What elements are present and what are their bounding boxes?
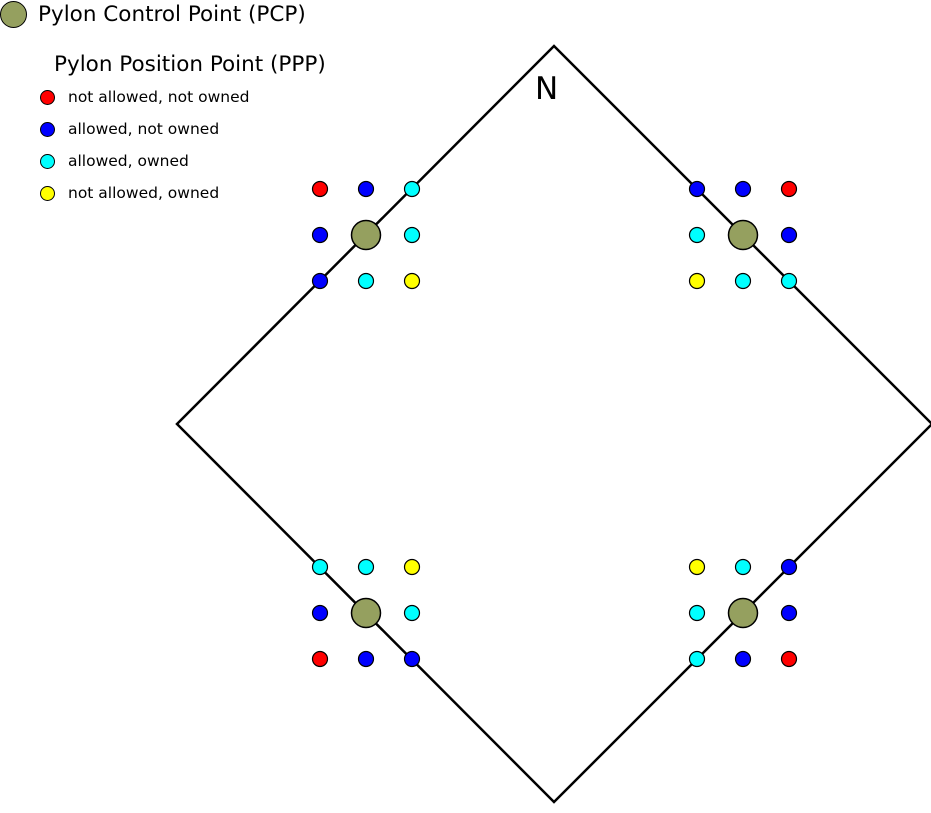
pcp-legend-label: Pylon Control Point (PCP) xyxy=(38,2,306,27)
ppp-southeast-r0c1-cyan xyxy=(734,558,752,576)
ppp-northwest-r0c1-blue xyxy=(357,180,375,198)
ppp-southeast-r1c2-blue xyxy=(780,604,798,622)
pcp-legend-row: Pylon Control Point (PCP) xyxy=(0,1,306,28)
legend-item-cyan: allowed, owned xyxy=(40,145,249,177)
ppp-southwest-r2c2-blue xyxy=(403,650,421,668)
ppp-northeast-r0c2-red xyxy=(780,180,798,198)
course-diamond-outline xyxy=(175,44,931,804)
ppp-southwest-r0c1-cyan xyxy=(357,558,375,576)
ppp-southeast-r2c1-blue xyxy=(734,650,752,668)
ppp-southwest-r0c0-cyan xyxy=(311,558,329,576)
ppp-northwest-r1c0-blue xyxy=(311,226,329,244)
ppp-northeast-r1c0-cyan xyxy=(688,226,706,244)
ppp-southeast-r0c2-blue xyxy=(780,558,798,576)
ppp-northwest-r1c2-cyan xyxy=(403,226,421,244)
pcp-southwest xyxy=(350,597,382,629)
pcp-southeast xyxy=(727,597,759,629)
pcp-circle-icon xyxy=(0,1,27,28)
ppp-legend-items: not allowed, not owned allowed, not owned… xyxy=(40,81,249,209)
ppp-northwest-r2c2-yellow xyxy=(403,272,421,290)
ppp-northwest-r0c2-cyan xyxy=(403,180,421,198)
ppp-northwest-r2c1-cyan xyxy=(357,272,375,290)
ppp-southeast-r2c0-cyan xyxy=(688,650,706,668)
legend-item-label: not allowed, owned xyxy=(68,184,220,202)
ppp-southwest-r1c0-blue xyxy=(311,604,329,622)
ppp-northeast-r2c2-cyan xyxy=(780,272,798,290)
pylon-cluster-southeast xyxy=(688,558,798,668)
ppp-southeast-r0c0-yellow xyxy=(688,558,706,576)
ppp-southeast-r1c0-cyan xyxy=(688,604,706,622)
pylon-cluster-northeast xyxy=(688,180,798,290)
ppp-southwest-r1c2-cyan xyxy=(403,604,421,622)
ppp-legend-title: Pylon Position Point (PPP) xyxy=(54,52,326,77)
ppp-southwest-r0c2-yellow xyxy=(403,558,421,576)
ppp-southwest-r2c0-red xyxy=(311,650,329,668)
legend-item-label: allowed, owned xyxy=(68,152,189,170)
legend-item-label: allowed, not owned xyxy=(68,120,220,138)
legend-item-yellow: not allowed, owned xyxy=(40,177,249,209)
legend-item-label: not allowed, not owned xyxy=(68,88,250,106)
north-indicator: N xyxy=(535,71,559,107)
ppp-southwest-r2c1-blue xyxy=(357,650,375,668)
pylon-cluster-southwest xyxy=(311,558,421,668)
ppp-blue-dot-icon xyxy=(40,121,55,137)
ppp-northeast-r0c1-blue xyxy=(734,180,752,198)
pcp-northeast xyxy=(727,219,759,251)
ppp-northeast-r2c0-yellow xyxy=(688,272,706,290)
legend-item-red: not allowed, not owned xyxy=(40,81,249,113)
ppp-northwest-r0c0-red xyxy=(311,180,329,198)
ppp-yellow-dot-icon xyxy=(40,185,55,201)
ppp-northwest-r2c0-blue xyxy=(311,272,329,290)
legend-item-blue: allowed, not owned xyxy=(40,113,249,145)
ppp-northeast-r1c2-blue xyxy=(780,226,798,244)
ppp-cyan-dot-icon xyxy=(40,153,55,169)
pylon-cluster-northwest xyxy=(311,180,421,290)
ppp-southeast-r2c2-red xyxy=(780,650,798,668)
pcp-northwest xyxy=(350,219,382,251)
ppp-red-dot-icon xyxy=(40,89,55,105)
ppp-northeast-r0c0-blue xyxy=(688,180,706,198)
ppp-northeast-r2c1-cyan xyxy=(734,272,752,290)
